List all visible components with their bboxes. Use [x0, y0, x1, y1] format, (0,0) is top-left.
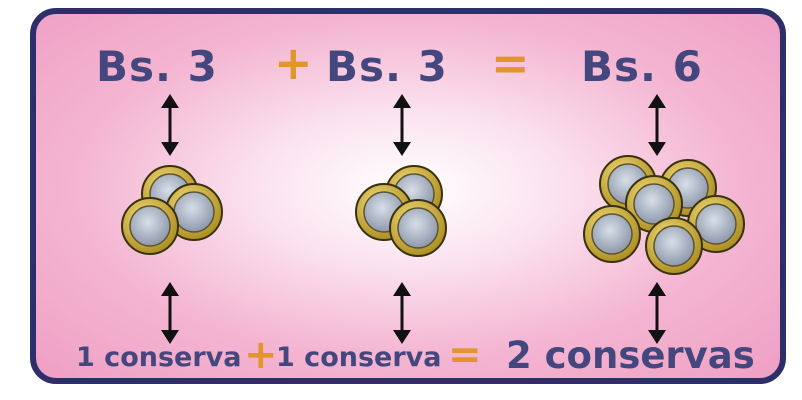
qty-total-label: 2 conservas [506, 334, 755, 377]
coin-icon [584, 206, 640, 262]
double-arrow-icon [646, 94, 668, 156]
price-a-label: Bs. 3 [96, 42, 218, 91]
coin-icon [122, 198, 178, 254]
coin-group-3-icon [344, 162, 464, 262]
coin-group-6-icon [576, 152, 756, 282]
qty-b-label: 1 conserva [276, 342, 441, 373]
double-arrow-icon [391, 282, 413, 344]
double-arrow-icon [159, 282, 181, 344]
price-b-label: Bs. 3 [326, 42, 448, 91]
equals-sign-top: = [491, 36, 530, 90]
equals-sign-bottom: = [448, 332, 482, 378]
coin-icon [390, 200, 446, 256]
plus-sign-bottom: + [244, 332, 278, 378]
coin-group-3-icon [112, 162, 232, 262]
coin-icon [646, 218, 702, 274]
price-total-label: Bs. 6 [581, 42, 703, 91]
double-arrow-icon [391, 94, 413, 156]
plus-sign-top: + [274, 36, 313, 90]
illustration-panel: Bs. 3 + Bs. 3 = Bs. 6 [30, 8, 786, 384]
double-arrow-icon [159, 94, 181, 156]
qty-a-label: 1 conserva [76, 342, 241, 373]
